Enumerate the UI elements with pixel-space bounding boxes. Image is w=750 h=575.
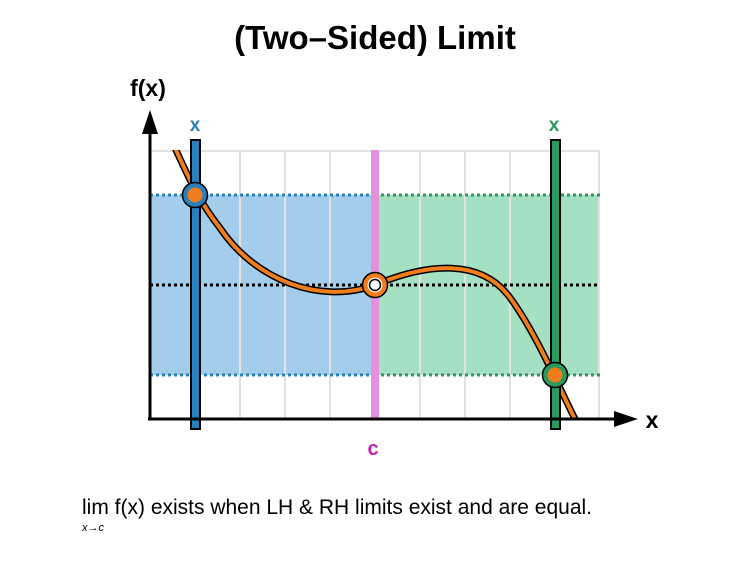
limit-open-point-inner	[368, 278, 382, 292]
caption-text: lim f(x) exists when LH & RH limits exis…	[82, 496, 592, 519]
diagram-title: (Two–Sided) Limit	[234, 19, 516, 56]
left-intersection-outline	[181, 181, 209, 209]
limit-open-point	[362, 272, 388, 298]
left-x-marker	[190, 139, 201, 430]
left-x-marker-label: x	[190, 115, 201, 136]
x-axis-arrow-icon	[614, 411, 638, 427]
caption-block: lim f(x) exists when LH & RH limits exis…	[82, 496, 592, 534]
limit-open-point-outline	[361, 271, 389, 299]
c-label: c	[367, 438, 378, 460]
left-region	[150, 195, 375, 375]
right-x-marker	[550, 139, 561, 430]
y-axis-arrow-icon	[142, 110, 158, 134]
right-intersection-point	[542, 362, 568, 388]
right-x-marker-label: x	[549, 115, 560, 136]
x-axis-label: x	[646, 407, 659, 433]
y-axis-label: f(x)	[130, 75, 166, 101]
caption-subscript: x→c	[82, 522, 104, 534]
right-intersection-outline	[541, 361, 569, 389]
left-intersection-point	[182, 182, 208, 208]
